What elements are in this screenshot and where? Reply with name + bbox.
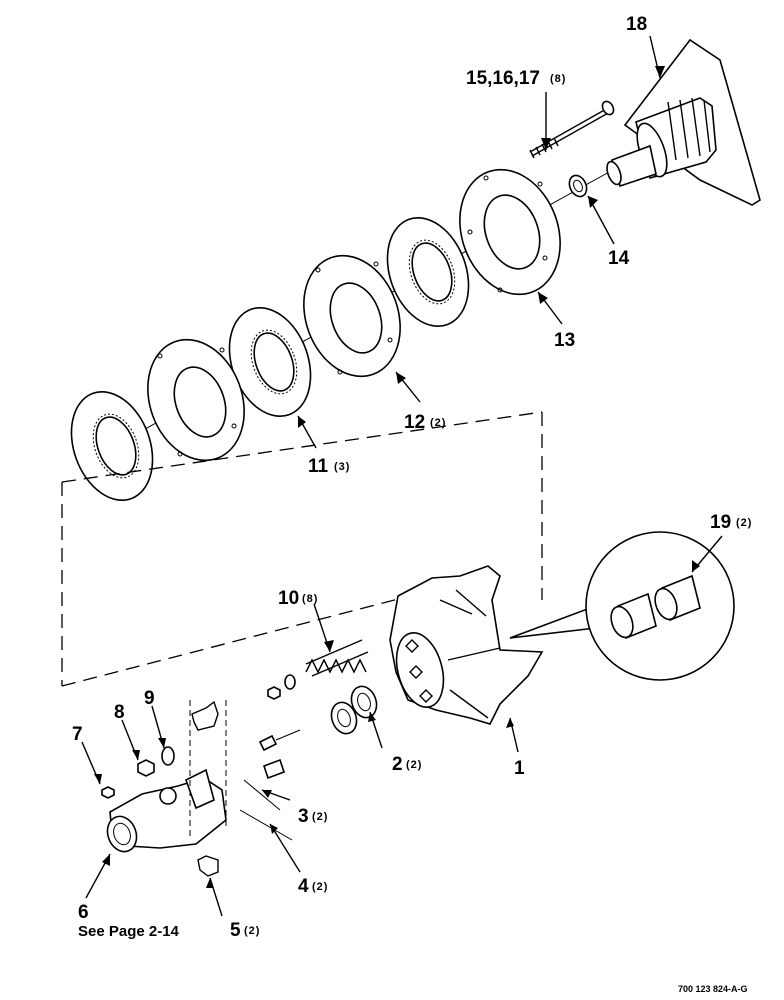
callout-18: 18 [626, 14, 647, 35]
part-2-washers [330, 685, 378, 735]
part-7-nut [101, 786, 115, 799]
callout-4: 4 (2) [298, 876, 328, 897]
callout-3-qty: (2) [312, 811, 328, 823]
part-8-locknut [137, 759, 155, 777]
callout-1: 1 [514, 758, 525, 779]
callout-7: 7 [72, 724, 83, 745]
callout-18-number: 18 [626, 14, 647, 35]
callout-5: 5 (2) [230, 920, 260, 941]
callout-19-qty: (2) [736, 517, 752, 529]
callout-4-number: 4 [298, 876, 309, 897]
callout-19-number: 19 [710, 512, 731, 533]
part-10-spring-retainer [267, 674, 296, 700]
callout-14: 14 [608, 248, 630, 269]
callout-10: 10 (8) [278, 588, 318, 609]
callout-15-16-17: 15,16,17 (8) [466, 68, 566, 89]
part-14-washer [568, 174, 588, 198]
part-11-separator-plate [147, 338, 245, 462]
callout-7-number: 7 [72, 724, 83, 745]
callout-3-number: 3 [298, 806, 309, 827]
part-13-separator-plate [459, 168, 561, 296]
callout-4-qty: (2) [312, 881, 328, 893]
callout-11-qty: (3) [334, 461, 350, 473]
callout-5-qty: (2) [244, 925, 260, 937]
callout-8-number: 8 [114, 702, 125, 723]
part-3-pins [258, 729, 301, 780]
callout-2-number: 2 [392, 754, 403, 775]
callout-14-number: 14 [608, 248, 630, 269]
part-11-friction-disc-middle [228, 306, 312, 418]
callout-5-number: 5 [230, 920, 241, 941]
callout-19: 19 (2) [710, 512, 752, 533]
callout-11: 11 (3) [308, 456, 350, 477]
assembly-boundary-dashed [61, 411, 543, 687]
callout-8: 8 [114, 702, 125, 723]
callout-3: 3 (2) [298, 806, 328, 827]
part-12-friction-disc-upper [386, 216, 470, 328]
callout-10-number: 10 [278, 588, 299, 609]
callout-2-qty: (2) [406, 759, 422, 771]
part-10-spring [305, 639, 369, 677]
callout-15-number: 15,16,17 [466, 68, 540, 89]
part-6-yoke [106, 768, 227, 853]
callout-9-number: 9 [144, 688, 155, 709]
part-18-flange-shaft [606, 38, 761, 206]
callout-11-number: 11 [308, 456, 329, 477]
callout-6: 6 See Page 2-14 [78, 902, 180, 940]
part-15-bolt [529, 100, 615, 159]
leader-lines [81, 35, 723, 917]
callout-15-qty: (8) [550, 73, 566, 85]
callout-13-number: 13 [554, 330, 575, 351]
part-11-friction-disc-front [70, 390, 154, 502]
callout-12-qty: (2) [430, 417, 446, 429]
callout-1-number: 1 [514, 758, 525, 779]
callout-12: 12 (2) [404, 412, 446, 433]
part-1-hub-housing [389, 565, 544, 725]
part-9-washer [161, 746, 175, 766]
part-12-separator-plate [303, 254, 401, 378]
callout-13: 13 [554, 330, 575, 351]
callout-12-number: 12 [404, 412, 425, 433]
see-page-note: See Page 2-14 [78, 923, 180, 940]
callout-2: 2 (2) [392, 754, 422, 775]
callout-10-qty: (8) [302, 593, 318, 605]
part-19-detail-bubble [509, 531, 735, 681]
drawing-id: 700 123 824-A-G [678, 984, 748, 994]
part-5-bearing-caps [189, 700, 227, 877]
part-4-retainer [239, 779, 293, 841]
callout-9: 9 [144, 688, 155, 709]
callout-6-number: 6 [78, 902, 89, 923]
